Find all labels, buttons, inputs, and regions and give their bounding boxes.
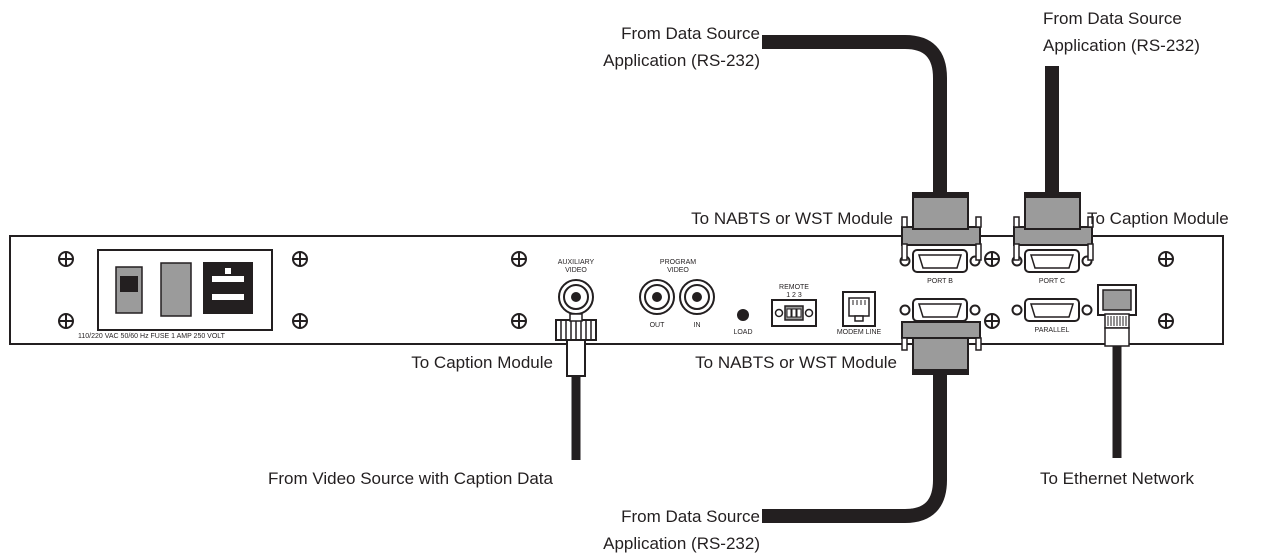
screw-icon [292, 313, 308, 329]
load-led-icon [737, 309, 749, 321]
remote-terminal-connector[interactable] [771, 299, 817, 327]
lower-db9-connector[interactable] [912, 298, 968, 322]
ethernet-rj45-jack[interactable] [1097, 284, 1137, 316]
to-nabts-top-label: To NABTS or WST Module [691, 209, 893, 228]
top-left-source-label-2: Application (RS-232) [603, 51, 760, 70]
auxiliary-video-label-1: AUXILIARY [558, 259, 595, 266]
auxiliary-video-label-2: VIDEO [565, 267, 587, 274]
program-video-in-label: IN [694, 322, 701, 329]
power-inlet-pin-icon [212, 294, 244, 300]
rj11-modem-jack-icon[interactable] [842, 291, 876, 327]
fuse-holder [160, 262, 192, 317]
db9-plug-port-b [901, 192, 982, 261]
remote-pins-label: 1 2 3 [786, 292, 802, 299]
screw-icon [511, 313, 527, 329]
parallel-label: PARALLEL [1035, 327, 1070, 334]
port-b-label: PORT B [927, 278, 953, 285]
power-spec-label: 110/220 VAC 50/60 Hz FUSE 1 AMP 250 VOLT [78, 333, 226, 340]
cable-data-source-port-b [762, 35, 947, 195]
program-video-label-1: PROGRAM [660, 259, 696, 266]
thumbscrew-icon [1011, 304, 1093, 316]
remote-label: REMOTE [779, 284, 809, 291]
port-c-label: PORT C [1039, 278, 1065, 285]
to-caption-module-top-label: To Caption Module [1087, 209, 1229, 228]
bnc-connector-icon[interactable] [558, 279, 594, 315]
ethernet-plug-icon [1104, 313, 1130, 347]
parallel-port-connector[interactable] [1024, 298, 1080, 322]
to-ethernet-network-label: To Ethernet Network [1040, 469, 1195, 488]
screw-icon [511, 251, 527, 267]
bottom-source-label-1: From Data Source [621, 507, 760, 526]
bnc-plug-icon [555, 313, 597, 377]
top-right-source-label-2: Application (RS-232) [1043, 36, 1200, 55]
load-label: LOAD [733, 329, 752, 336]
bottom-source-label-2: Application (RS-232) [603, 534, 760, 553]
top-left-source-label-1: From Data Source [621, 24, 760, 43]
modem-line-label: MODEM LINE [837, 329, 882, 336]
screw-icon [58, 251, 74, 267]
screw-icon [1158, 251, 1174, 267]
screw-icon [984, 251, 1000, 267]
thumbscrew-icon [899, 304, 981, 316]
power-inlet-pin-icon [212, 276, 244, 282]
power-inlet-pin-icon [225, 268, 231, 274]
screw-icon [1158, 313, 1174, 329]
db9-plug-port-c [1013, 192, 1094, 261]
port-b-db9-connector[interactable] [912, 249, 968, 273]
top-right-source-label-1: From Data Source [1043, 9, 1182, 28]
bnc-connector-icon[interactable] [679, 279, 715, 315]
screw-icon [58, 313, 74, 329]
port-c-db9-connector[interactable] [1024, 249, 1080, 273]
from-video-source-label: From Video Source with Caption Data [268, 469, 554, 488]
db9-plug-lower [901, 321, 982, 375]
cable-data-source-bottom [762, 370, 947, 523]
bnc-connector-icon[interactable] [639, 279, 675, 315]
to-nabts-bottom-label: To NABTS or WST Module [695, 353, 897, 372]
screw-icon [984, 313, 1000, 329]
screw-icon [292, 251, 308, 267]
program-video-out-label: OUT [650, 322, 666, 329]
to-caption-module-bottom-label: To Caption Module [411, 353, 553, 372]
power-switch-rocker-icon [120, 276, 138, 292]
program-video-label-2: VIDEO [667, 267, 689, 274]
